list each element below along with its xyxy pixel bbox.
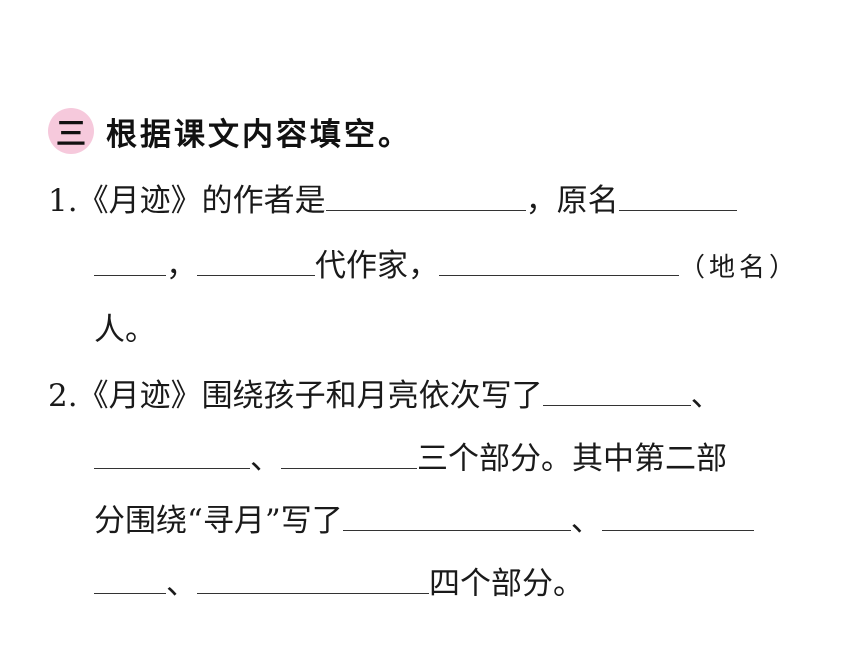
q2-blank-part-2[interactable]: [94, 438, 250, 469]
q1-blank-place[interactable]: [439, 245, 679, 276]
q1-blank-original-name-end[interactable]: [94, 245, 166, 276]
q2-blank-search-2-start[interactable]: [601, 500, 754, 531]
section-number-badge: 三: [48, 108, 94, 154]
q2-line-4: 、 四个部分。: [94, 563, 584, 604]
q2-text-c: 分围绕“寻月”写了: [94, 503, 343, 539]
q2-text-b: 三个部分。其中第二部: [417, 441, 727, 477]
q2-blank-part-1[interactable]: [542, 375, 691, 406]
q1-text-b: ，原名: [525, 183, 619, 219]
q1-blank-original-name-start[interactable]: [618, 180, 737, 211]
q2-blank-search-3[interactable]: [197, 563, 429, 594]
q1-line-3: 人。: [94, 310, 156, 350]
q1-text-e: 人。: [94, 312, 156, 348]
q1-blank-era[interactable]: [197, 245, 315, 276]
q2-sep-2: 、: [250, 441, 281, 477]
section-title: 根据课文内容填空。: [106, 116, 412, 153]
q1-line-2: ， 代作家， （地名）: [94, 245, 799, 288]
q1-text-c: ，: [166, 248, 197, 284]
q2-number: 2.: [48, 378, 78, 414]
q2-text-a: 《月迹》围绕孩子和月亮依次写了: [77, 378, 543, 414]
q2-blank-part-3[interactable]: [281, 438, 417, 469]
q2-sep-1: 、: [690, 378, 722, 414]
q2-text-d: 四个部分。: [429, 566, 584, 602]
q2-line-1: 2.《月迹》围绕孩子和月亮依次写了 、: [48, 375, 722, 416]
q1-text-d: 代作家，: [315, 248, 439, 284]
q2-blank-search-2-end[interactable]: [94, 563, 166, 594]
q1-text-a: 《月迹》的作者是: [77, 183, 326, 219]
q1-blank-author[interactable]: [325, 180, 526, 211]
q2-line-2: 、 三个部分。其中第二部: [94, 438, 727, 479]
q1-place-note: （地名）: [679, 253, 800, 283]
q2-sep-3: 、: [570, 503, 602, 539]
q2-blank-search-1[interactable]: [342, 500, 571, 531]
q2-line-3: 分围绕“寻月”写了 、: [94, 500, 754, 541]
q1-line-1: 1.《月迹》的作者是 ，原名: [48, 180, 737, 221]
section-header: 三 根据课文内容填空。: [48, 108, 412, 154]
q1-number: 1.: [48, 183, 78, 219]
q2-sep-4: 、: [166, 566, 197, 602]
